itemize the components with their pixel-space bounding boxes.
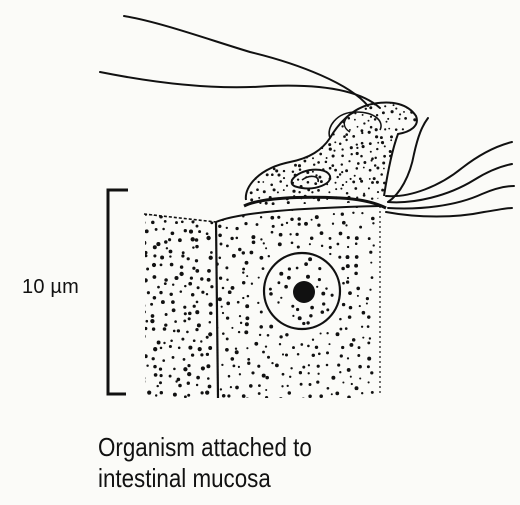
figure-caption: Organism attached to intestinal mucosa (98, 432, 390, 494)
organism-body (240, 96, 423, 209)
caption-line-2: intestinal mucosa (98, 463, 390, 494)
flagella (100, 16, 514, 217)
epithelial-cell-right (215, 201, 380, 402)
scale-bar (108, 190, 128, 394)
scale-label: 10 µm (22, 276, 79, 299)
nucleolus (293, 281, 315, 303)
epithelial-cell-left (141, 209, 216, 398)
caption-line-1: Organism attached to (98, 432, 390, 463)
